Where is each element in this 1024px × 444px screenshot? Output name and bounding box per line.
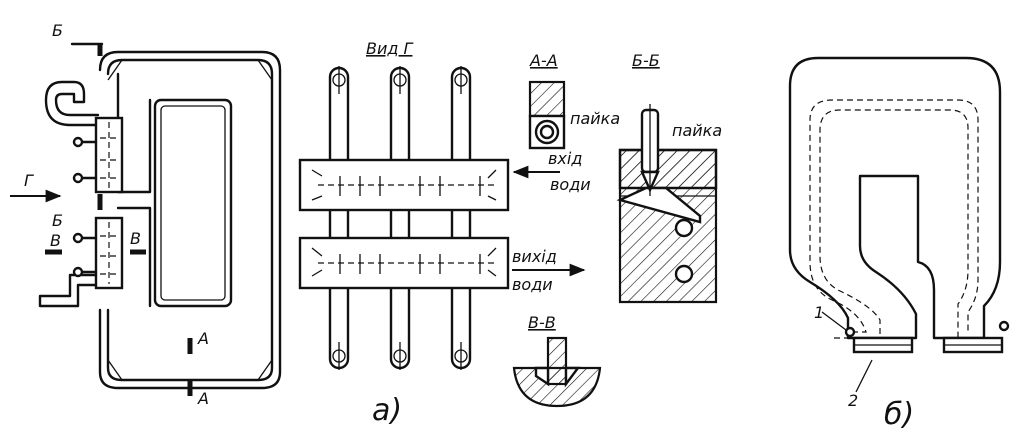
view-g xyxy=(298,66,510,370)
label-v-left2: В xyxy=(130,229,141,248)
section-aa xyxy=(528,80,566,150)
label-g-left: Г xyxy=(24,171,34,190)
label-water-out-1: вихід xyxy=(512,247,557,266)
label-water-out-2: води xyxy=(512,275,553,294)
label-a-bottom: А xyxy=(197,389,209,408)
label-section-aa: А-А xyxy=(529,51,558,70)
caption-a: а) xyxy=(372,393,402,428)
section-vv xyxy=(512,336,602,408)
label-num-1: 1 xyxy=(814,303,824,322)
label-b-mid: Б xyxy=(52,211,63,230)
label-section-bb: Б-Б xyxy=(632,51,660,70)
label-solder-1: пайка xyxy=(570,109,620,128)
inductor-front-view xyxy=(10,42,282,396)
label-section-vv: В-В xyxy=(528,313,556,332)
label-num-2: 2 xyxy=(848,391,858,410)
caption-b: б) xyxy=(884,397,914,432)
inductor-variant-b xyxy=(788,56,1010,393)
label-solder-2: пайка xyxy=(672,121,722,140)
label-v-left1: В xyxy=(50,231,61,250)
label-b-top: Б xyxy=(52,21,63,40)
label-water-in-1: вхід xyxy=(548,149,582,168)
section-bb xyxy=(616,104,718,304)
label-view-g: Вид Г xyxy=(366,39,414,58)
label-water-in-2: води xyxy=(550,175,591,194)
label-a-mid: А xyxy=(197,329,209,348)
